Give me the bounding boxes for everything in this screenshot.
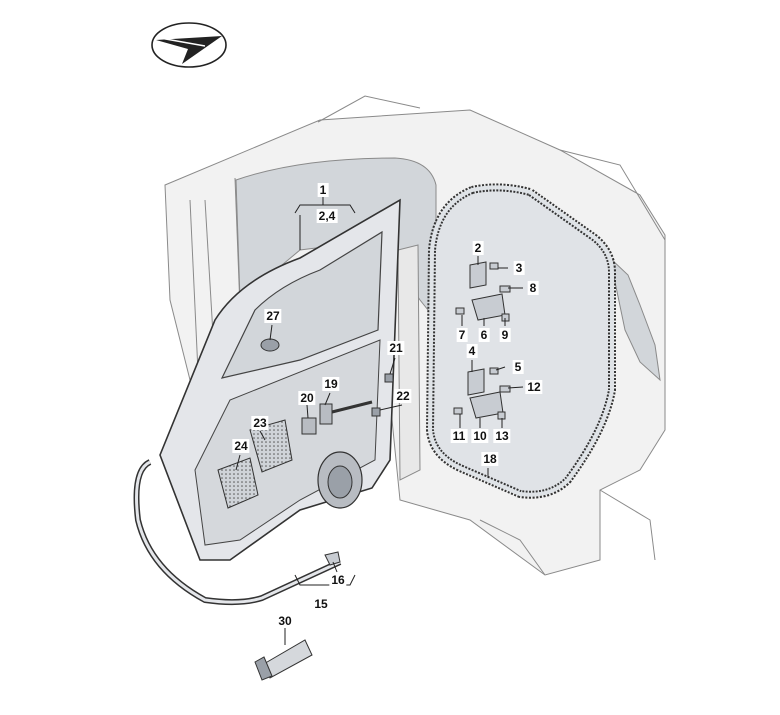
callout-21[interactable]: 21 xyxy=(387,341,405,355)
callout-5[interactable]: 5 xyxy=(512,360,524,374)
callout-1[interactable]: 1 xyxy=(317,183,329,197)
callout-2[interactable]: 2 xyxy=(472,241,484,255)
clip-part[interactable] xyxy=(324,551,341,566)
callout-3[interactable]: 3 xyxy=(513,261,525,275)
direction-arrow-icon xyxy=(151,22,227,68)
sealing-film[interactable] xyxy=(217,457,259,509)
callout-20[interactable]: 20 xyxy=(298,391,316,405)
hinge-upper[interactable] xyxy=(455,261,511,322)
sealing-film-upper[interactable] xyxy=(249,419,293,473)
callout-27[interactable]: 27 xyxy=(264,309,282,323)
callout-30[interactable]: 30 xyxy=(276,614,294,628)
callout-24[interactable]: 24 xyxy=(232,439,250,453)
callout-16[interactable]: 16 xyxy=(329,573,347,587)
leader-lines xyxy=(235,197,524,645)
callout-6[interactable]: 6 xyxy=(478,328,490,342)
callout-18[interactable]: 18 xyxy=(481,452,499,466)
callout-9[interactable]: 9 xyxy=(499,328,511,342)
door-check[interactable] xyxy=(301,400,373,435)
callout-2-4[interactable]: 2,4 xyxy=(316,209,338,223)
rear-window-glass xyxy=(609,256,661,382)
callout-22[interactable]: 22 xyxy=(394,389,412,403)
bolt-parts[interactable] xyxy=(371,373,394,417)
callout-23[interactable]: 23 xyxy=(251,416,269,430)
callout-11[interactable]: 11 xyxy=(450,429,468,443)
callout-13[interactable]: 13 xyxy=(493,429,511,443)
callout-19[interactable]: 19 xyxy=(322,377,340,391)
callout-4[interactable]: 4 xyxy=(466,344,478,358)
hinge-lower[interactable] xyxy=(453,367,511,420)
adhesive-tube[interactable] xyxy=(254,639,313,681)
callout-10[interactable]: 10 xyxy=(471,429,489,443)
callout-8[interactable]: 8 xyxy=(527,281,539,295)
callout-15[interactable]: 15 xyxy=(312,597,330,611)
b-pillar xyxy=(397,244,421,481)
cap-part[interactable] xyxy=(260,338,280,352)
callout-7[interactable]: 7 xyxy=(456,328,468,342)
callout-12[interactable]: 12 xyxy=(525,380,543,394)
